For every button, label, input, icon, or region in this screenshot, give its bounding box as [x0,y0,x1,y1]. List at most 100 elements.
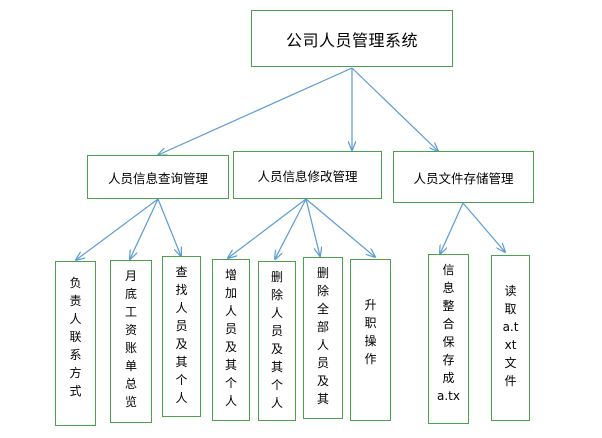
leaf5-char: 人 [270,396,283,410]
leaf-delete-person-text: 删除人员及其个人 [271,268,283,412]
leaf6-char: 员 [316,356,329,370]
leaf-promotion: 升职操作 [350,259,391,421]
leaf9-char: a.t [502,320,519,334]
arrow-storage-leaf9 [462,202,505,252]
leaf8-char: 合 [442,317,455,331]
leaf7-char: 职 [364,316,377,330]
node-storage-label: 人员文件存储管理 [413,170,514,186]
leaf2-char: 览 [124,395,137,409]
leaf3-char: 查 [175,265,188,279]
leaf9-char: xt [504,338,517,352]
leaf7-char: 操 [364,334,377,348]
leaf4-char: 个 [224,376,237,390]
leaf7-char: 作 [364,352,377,366]
leaf1-char: 联 [69,330,82,344]
leaf5-char: 及 [270,342,283,356]
leaf1-char: 系 [69,348,82,362]
leaf1-char: 人 [69,312,82,326]
leaf8-char: a.tx [437,389,460,403]
arrow-modify-leaf6 [305,198,320,256]
leaf-promotion-text: 升职操作 [364,296,376,368]
arrow-modify-leaf4 [228,198,307,258]
leaf6-char: 部 [316,320,329,334]
leaf6-char: 及 [316,374,329,388]
leaf3-char: 其 [175,355,188,369]
arrow-query-leaf2 [130,198,159,259]
leaf3-char: 人 [175,391,188,405]
leaf1-char: 责 [69,294,82,308]
leaf4-char: 人 [224,394,237,408]
leaf8-char: 成 [442,371,455,385]
leaf-find-person: 查找人员及其个人 [162,256,201,417]
leaf8-char: 整 [442,299,455,313]
leaf1-char: 式 [69,384,82,398]
node-modify-management: 人员信息修改管理 [233,151,382,199]
node-storage-management: 人员文件存储管理 [393,151,534,203]
leaf6-char: 除 [316,284,329,298]
leaf4-char: 其 [224,358,237,372]
leaf9-char: 读 [504,284,517,298]
leaf9-char: 件 [504,374,517,388]
leaf-add-person: 增加人员及其个人 [212,259,250,421]
leaf1-char: 负 [69,276,82,290]
leaf-delete-all-text: 删除全部人员及其 [317,264,329,408]
leaf-save-file-text: 信息整合保存成 a.tx [437,261,460,405]
leaf-contact-info-text: 负责人联系方式 [69,274,81,400]
root-node: 公司人员管理系统 [251,10,453,67]
leaf3-char: 个 [175,373,188,387]
leaf6-char: 删 [316,266,329,280]
leaf9-char: 文 [504,356,517,370]
leaf2-char: 工 [124,305,137,319]
leaf1-char: 方 [69,366,82,380]
arrow-query-leaf1 [76,198,159,260]
leaf-salary-overview: 月底工资账单总览 [110,260,152,423]
arrow-modify-leaf7 [305,198,375,257]
leaf9-char: 取 [504,302,517,316]
root-node-label: 公司人员管理系统 [285,30,418,50]
leaf2-char: 资 [124,323,137,337]
leaf2-char: 账 [124,341,137,355]
leaf8-char: 存 [442,353,455,367]
leaf4-char: 增 [224,268,237,282]
leaf-contact-info: 负责人联系方式 [55,261,96,426]
leaf5-char: 删 [270,270,283,284]
node-query-management: 人员信息查询管理 [87,155,229,199]
leaf7-char: 升 [364,298,377,312]
leaf5-char: 个 [270,378,283,392]
leaf5-char: 其 [270,360,283,374]
leaf5-char: 员 [270,324,283,338]
leaf5-char: 人 [270,306,283,320]
leaf4-char: 人 [224,304,237,318]
arrow-query-leaf3 [157,198,181,256]
leaf4-char: 员 [224,322,237,336]
leaf8-char: 息 [442,281,455,295]
leaf-find-person-text: 查找人员及其个人 [175,263,187,407]
leaf8-char: 保 [442,335,455,349]
leaf6-char: 其 [316,392,329,406]
arrow-modify-leaf5 [275,198,307,259]
leaf-read-file-text: 读取 a.t xt 文件 [503,282,519,390]
leaf-delete-person: 删除人员及其个人 [258,261,296,421]
leaf2-char: 单 [124,359,137,373]
leaf-salary-overview-text: 月底工资账单总览 [125,267,137,411]
leaf2-char: 底 [124,287,137,301]
leaf3-char: 人 [175,301,188,315]
leaf2-char: 月 [124,269,137,283]
node-modify-label: 人员信息修改管理 [257,168,358,184]
leaf3-char: 及 [175,337,188,351]
node-query-label: 人员信息查询管理 [107,170,208,186]
leaf8-char: 信 [442,263,455,277]
leaf4-char: 加 [224,286,237,300]
leaf6-char: 人 [316,338,329,352]
leaf5-char: 除 [270,288,283,302]
leaf2-char: 总 [124,377,137,391]
leaf3-char: 员 [175,319,188,333]
leaf-read-file: 读取 a.t xt 文件 [491,255,530,421]
leaf-add-person-text: 增加人员及其个人 [225,266,237,410]
arrow-storage-leaf8 [440,202,464,254]
leaf-delete-all: 删除全部人员及其 [303,257,343,419]
arrow-root-storage [351,67,438,151]
leaf6-char: 全 [316,302,329,316]
leaf4-char: 及 [224,340,237,354]
